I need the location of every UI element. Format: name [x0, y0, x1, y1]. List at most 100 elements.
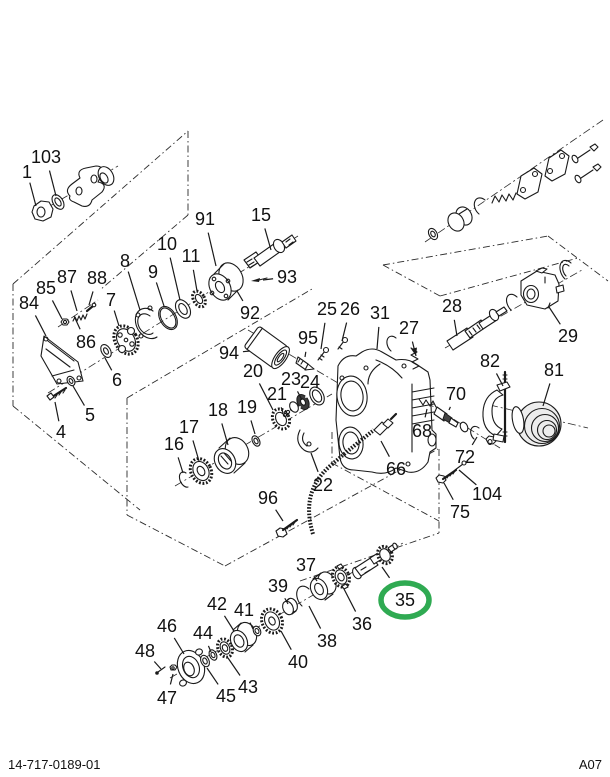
callout-leader-line — [153, 661, 162, 670]
part-callout-96: 96 — [258, 488, 284, 522]
part-callout-29: 29 — [548, 306, 578, 346]
callout-leader-line — [310, 452, 319, 473]
part-callout-4: 4 — [54, 401, 66, 442]
callout-leader-line — [29, 182, 37, 207]
part-23-bearing-drawing — [296, 393, 310, 411]
callout-number-8: 8 — [120, 251, 130, 271]
part-callout-7: 7 — [106, 290, 120, 327]
part-callout-75: 75 — [443, 482, 470, 522]
part-callout-41: 41 — [234, 600, 254, 630]
part-callout-42: 42 — [207, 594, 235, 632]
ring-29-drawing — [559, 259, 572, 280]
callout-number-18: 18 — [208, 400, 228, 420]
callout-leader-line — [192, 440, 200, 462]
callout-leader-line — [51, 300, 63, 320]
callout-leader-line — [155, 282, 165, 307]
page-code: A07 — [578, 757, 602, 772]
callout-number-96: 96 — [258, 488, 278, 508]
callout-number-26: 26 — [340, 299, 360, 319]
part-callout-72: 72 — [455, 436, 478, 467]
part-callout-86: 86 — [73, 315, 96, 352]
part-85-nut-drawing — [60, 318, 70, 326]
callout-leader-line — [380, 440, 390, 457]
part-25-screw-drawing — [317, 346, 330, 361]
part-callout-28: 28 — [442, 296, 462, 337]
part-callout-81: 81 — [542, 360, 564, 407]
part-17-gear-drawing — [188, 457, 214, 485]
callout-number-88: 88 — [87, 268, 107, 288]
part-81-boot-drawing — [511, 401, 562, 447]
washer-28-drawing — [506, 293, 518, 311]
part-10-ring-drawing — [174, 299, 192, 319]
callout-leader-line — [424, 408, 428, 418]
callout-number-40: 40 — [288, 652, 308, 672]
callout-leader-line — [296, 391, 303, 401]
callout-number-5: 5 — [85, 405, 95, 425]
part-7-pump-body-drawing — [112, 324, 140, 356]
callout-leader-line — [448, 406, 451, 411]
washer-27-drawing — [386, 335, 397, 352]
part-24-seal-drawing — [309, 386, 325, 406]
callout-leader-line — [471, 436, 478, 446]
callout-number-68: 68 — [412, 421, 432, 441]
part-callout-43: 43 — [227, 657, 258, 697]
actuator-plate-a-drawing — [516, 167, 543, 200]
part-callout-35: 35 — [378, 566, 432, 620]
part-callout-47: 47 — [157, 673, 177, 708]
callout-number-46: 46 — [157, 616, 177, 636]
part-26-screw-drawing — [337, 336, 349, 350]
part-1-nut-drawing — [31, 200, 54, 222]
part-callout-1: 1 — [22, 162, 37, 207]
callout-number-81: 81 — [544, 360, 564, 380]
part-16-snapring-drawing — [178, 471, 189, 488]
part-27-spring-drawing — [410, 347, 420, 370]
callout-leader-line — [308, 605, 322, 629]
callout-leader-line — [242, 350, 251, 353]
document-number: 14-717-0189-01 — [8, 757, 101, 772]
callout-number-36: 36 — [352, 614, 372, 634]
callout-number-45: 45 — [216, 686, 236, 706]
callout-leader-line — [280, 407, 284, 414]
part-callout-104: 104 — [458, 469, 502, 504]
part-callout-18: 18 — [208, 400, 229, 446]
part-82-yoke-drawing — [482, 370, 511, 444]
part-callout-94: 94 — [219, 343, 251, 363]
callout-leader-line — [495, 373, 504, 387]
part-15-shaft-drawing — [243, 234, 297, 269]
part-callout-37: 37 — [296, 555, 318, 582]
callout-number-92: 92 — [240, 303, 260, 323]
callout-number-95: 95 — [298, 328, 318, 348]
callout-leader-line — [381, 566, 391, 579]
callout-number-19: 19 — [237, 397, 257, 417]
callout-number-25: 25 — [317, 299, 337, 319]
part-callout-23: 23 — [281, 369, 303, 401]
callout-number-29: 29 — [558, 326, 578, 346]
callout-leader-line — [73, 315, 81, 330]
callout-number-16: 16 — [164, 434, 184, 454]
callout-leader-line — [250, 420, 256, 435]
callout-number-91: 91 — [195, 209, 215, 229]
part-48-screw-drawing — [155, 666, 166, 675]
part-callout-85: 85 — [36, 278, 63, 320]
part-35-shaft-drawing — [352, 542, 398, 580]
callout-leader-line — [173, 637, 185, 655]
callout-leader-line — [223, 615, 235, 632]
part-callout-8: 8 — [120, 251, 141, 311]
callout-leader-line — [284, 597, 289, 605]
callout-number-39: 39 — [268, 576, 288, 596]
part-41-ring-drawing — [252, 625, 262, 637]
actuator-plate-b-drawing — [544, 149, 570, 182]
part-callout-19: 19 — [237, 397, 257, 435]
callout-number-44: 44 — [193, 623, 213, 643]
callout-leader-line — [376, 326, 380, 350]
part-22-clip-drawing — [297, 429, 319, 453]
callout-leader-line — [343, 588, 357, 612]
part-11-bearing-drawing — [191, 289, 207, 309]
callout-number-86: 86 — [76, 332, 96, 352]
callout-leader-line — [127, 271, 141, 311]
callout-leader-line — [320, 322, 326, 350]
part-75-bolt-drawing — [435, 468, 458, 484]
callout-number-31: 31 — [370, 303, 390, 323]
callout-leader-line — [54, 401, 60, 422]
